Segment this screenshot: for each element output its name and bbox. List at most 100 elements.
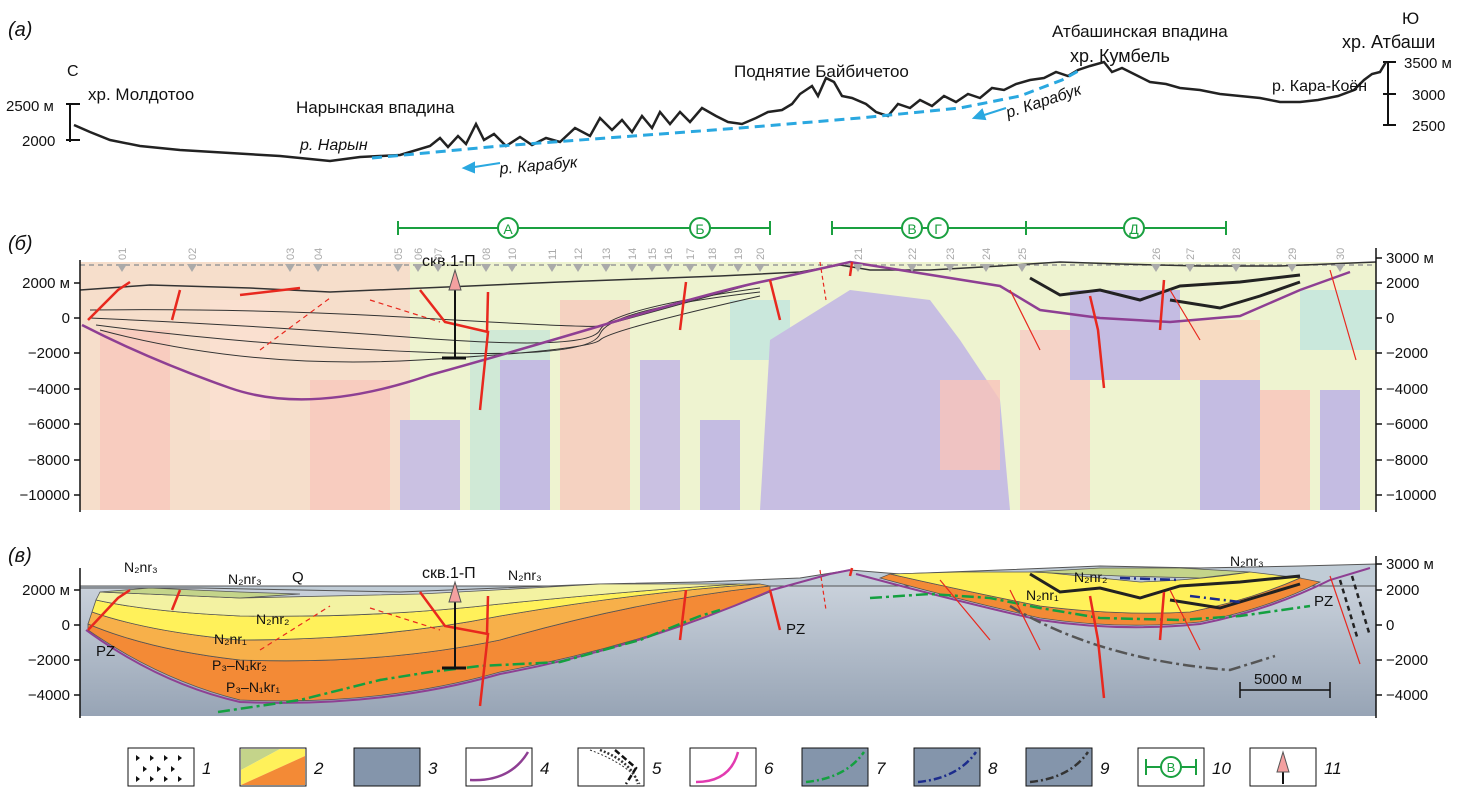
station-label: 18 bbox=[707, 248, 719, 260]
legend-item-8: 8 bbox=[913, 747, 998, 787]
label-n2nr3-b: N₂nr₃ bbox=[228, 571, 262, 587]
axis-tick-label: −2000 bbox=[28, 652, 70, 669]
axis-tick-label: −6000 bbox=[28, 416, 70, 433]
axis-tick-label: 0 bbox=[62, 310, 70, 327]
station-label: 12 bbox=[573, 248, 585, 260]
river-karabuk-1: р. Карабук bbox=[498, 154, 580, 178]
station-label: 26 bbox=[1151, 248, 1163, 260]
station-marker bbox=[1335, 264, 1345, 272]
axis-tick-label: −8000 bbox=[1386, 452, 1428, 469]
segment-v: В bbox=[907, 221, 916, 237]
label-pz-right: PZ bbox=[1314, 593, 1333, 610]
green-dashdot-atbashi bbox=[869, 592, 1311, 622]
scale-bar-label: 5000 м bbox=[1254, 671, 1302, 688]
label-pz-mid: PZ bbox=[786, 621, 805, 638]
legend-num-11: 11 bbox=[1324, 759, 1342, 778]
station-label: 24 bbox=[981, 248, 993, 260]
station-marker bbox=[573, 264, 583, 272]
legend-num-1: 1 bbox=[202, 759, 211, 778]
legend-num-3: 3 bbox=[428, 759, 438, 778]
panel-a-label: (а) bbox=[8, 19, 32, 41]
station-marker bbox=[285, 264, 295, 272]
river-arrow-right bbox=[971, 107, 1007, 121]
station-label: 02 bbox=[187, 248, 199, 260]
station-marker bbox=[313, 264, 323, 272]
panel-a-right-scale: 3500 м 3000 2500 bbox=[1383, 55, 1452, 135]
naryn-depression: Нарынская впадина bbox=[296, 98, 455, 117]
label-pz-left: PZ bbox=[96, 643, 115, 660]
label-n2nr1-b: N₂nr₁ bbox=[1026, 587, 1059, 603]
legend-num-9: 9 bbox=[1100, 759, 1110, 778]
station-marker bbox=[707, 264, 717, 272]
panel-v-geologic-section: (в) bbox=[8, 545, 1434, 718]
resistivity-field bbox=[80, 262, 1376, 510]
axis-tick-label: −4000 bbox=[28, 381, 70, 398]
station-marker bbox=[1231, 264, 1241, 272]
station-label: 10 bbox=[507, 248, 519, 260]
axis-tick-label: −4000 bbox=[28, 687, 70, 704]
axis-tick-label: 3000 м bbox=[1386, 556, 1434, 573]
legend-num-10: 10 bbox=[1212, 759, 1231, 778]
axis-tick-label: 2000 м bbox=[22, 275, 70, 292]
legend-item-7: 7 bbox=[801, 747, 886, 787]
station-label: 13 bbox=[601, 248, 613, 260]
station-marker bbox=[627, 264, 637, 272]
legend: 1 2 3 4 5 bbox=[127, 747, 1342, 787]
label-q: Q bbox=[292, 569, 304, 586]
axis-tick-label: −4000 bbox=[1386, 381, 1428, 398]
river-karakoyon: р. Кара-Коён bbox=[1272, 78, 1367, 95]
station-label: 08 bbox=[481, 248, 493, 260]
axis-tick-label: 0 bbox=[1386, 617, 1394, 634]
axis-tick-label: 3000 м bbox=[1386, 250, 1434, 267]
station-marker bbox=[433, 264, 443, 272]
v-faults bbox=[87, 567, 1166, 707]
axis-tick-label: 2000 bbox=[1386, 582, 1419, 599]
legend-item-1: 1 bbox=[127, 747, 211, 787]
station-label: 29 bbox=[1287, 248, 1299, 260]
station-marker bbox=[1017, 264, 1027, 272]
station-label: 28 bbox=[1231, 248, 1243, 260]
segment-a: А bbox=[503, 221, 513, 237]
axis-tick-label: 2000 м bbox=[22, 582, 70, 599]
legend-num-4: 4 bbox=[540, 759, 549, 778]
station-label: 21 bbox=[853, 248, 865, 260]
station-marker bbox=[117, 264, 127, 272]
station-marker bbox=[187, 264, 197, 272]
station-label: 22 bbox=[907, 248, 919, 260]
station-marker bbox=[945, 264, 955, 272]
station-label: 25 bbox=[1017, 248, 1029, 260]
axis-tick-label: 0 bbox=[62, 617, 70, 634]
label-n2nr3-c: N₂nr₃ bbox=[508, 567, 542, 583]
station-marker bbox=[1185, 264, 1195, 272]
label-n2nr2-b: N₂nr₂ bbox=[1074, 569, 1107, 585]
green-dashdot-naryn bbox=[217, 608, 721, 714]
station-marker bbox=[601, 264, 611, 272]
label-n2nr3-d: N₂nr₃ bbox=[1230, 553, 1264, 569]
axis-tick-label: 0 bbox=[1386, 310, 1394, 327]
ridge-kumbel: хр. Кумбель bbox=[1070, 46, 1170, 66]
south-label: Ю bbox=[1402, 9, 1419, 28]
station-marker bbox=[907, 264, 917, 272]
station-marker bbox=[1287, 264, 1297, 272]
b-faults bbox=[87, 261, 1166, 411]
label-n2nr2-a: N₂nr₂ bbox=[256, 611, 289, 627]
label-kr1: Р₃–N₁kr₁ bbox=[226, 679, 280, 695]
station-marker bbox=[507, 264, 517, 272]
b-basement-top bbox=[81, 260, 1351, 401]
segment-b: Б bbox=[695, 221, 704, 237]
v-left-axis: 2000 м 0 −2000 −4000 bbox=[22, 582, 80, 704]
axis-tick-label: −2000 bbox=[1386, 652, 1428, 669]
left-scale-2500: 2500 м bbox=[6, 98, 54, 115]
panel-a-topographic-profile: (а) 2500 м 2000 3500 м 3000 2500 bbox=[6, 9, 1452, 178]
b-well-label: скв.1-П bbox=[422, 253, 476, 270]
segment-g: Г bbox=[934, 221, 942, 237]
station-marker bbox=[853, 264, 863, 272]
station-label: 16 bbox=[663, 248, 675, 260]
legend-num-8: 8 bbox=[988, 759, 998, 778]
station-marker bbox=[685, 264, 695, 272]
b-faults-thin bbox=[259, 261, 1357, 361]
segment-bars bbox=[397, 217, 1227, 239]
station-label: 19 bbox=[733, 248, 745, 260]
